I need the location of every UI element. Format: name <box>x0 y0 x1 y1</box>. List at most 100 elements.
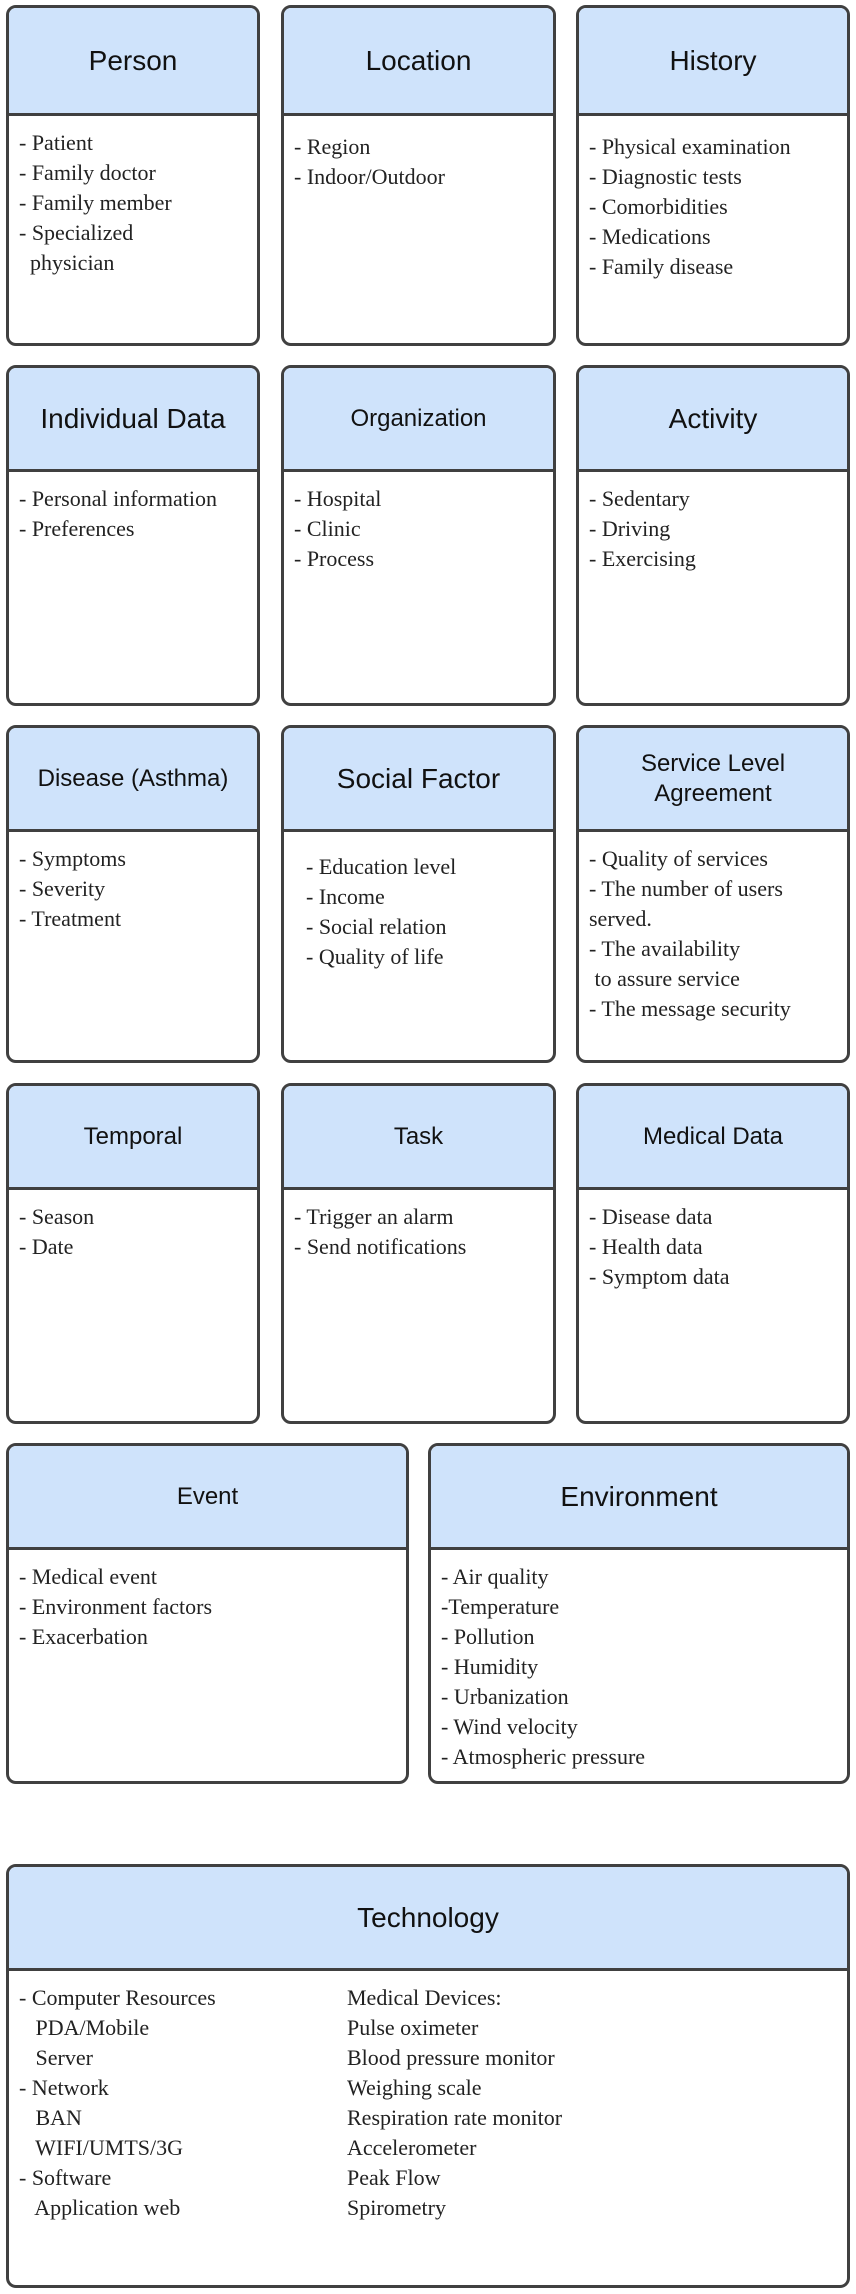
person-title: Person <box>9 8 257 116</box>
social-factor-list: - Education level - Income - Social rela… <box>284 832 553 1060</box>
temporal-item-2: - Date <box>19 1234 74 1259</box>
task-card: Task - Trigger an alarm - Send notificat… <box>281 1083 556 1424</box>
event-card: Event - Medical event - Environment fact… <box>6 1443 409 1784</box>
disease-card: Disease (Asthma) - Symptoms - Severity -… <box>6 725 260 1063</box>
organization-item-1: - Hospital <box>294 486 382 511</box>
environment-item-1: - Air quality <box>441 1564 549 1589</box>
temporal-item-1: - Season <box>19 1204 95 1229</box>
activity-card: Activity - Sedentary - Driving - Exercis… <box>576 365 850 706</box>
medical-data-list: - Disease data - Health data - Symptom d… <box>579 1190 847 1421</box>
service-level-agreement-list: - Quality of services - The number of us… <box>579 832 847 1060</box>
location-item-2: - Indoor/Outdoor <box>294 164 445 189</box>
social-factor-item-2: - Income <box>306 884 385 909</box>
organization-card: Organization - Hospital - Clinic - Proce… <box>281 365 556 706</box>
organization-list: - Hospital - Clinic - Process <box>284 472 553 703</box>
sla-item-3: served. <box>589 906 652 931</box>
medical-data-item-1: - Disease data <box>589 1204 713 1229</box>
technology-left-item-8: Application web <box>19 2195 181 2220</box>
history-card: History - Physical examination - Diagnos… <box>576 5 850 346</box>
medical-data-card: Medical Data - Disease data - Health dat… <box>576 1083 850 1424</box>
task-title: Task <box>284 1086 553 1190</box>
service-level-agreement-title: Service Level Agreement <box>579 728 847 832</box>
technology-right-item-7: Peak Flow <box>347 2165 441 2190</box>
person-item-5: physician <box>19 250 115 275</box>
temporal-card: Temporal - Season - Date <box>6 1083 260 1424</box>
social-factor-card: Social Factor - Education level - Income… <box>281 725 556 1063</box>
event-title: Event <box>9 1446 406 1550</box>
technology-right-item-8: Spirometry <box>347 2195 446 2220</box>
activity-title: Activity <box>579 368 847 472</box>
history-item-2: - Diagnostic tests <box>589 164 742 189</box>
organization-title: Organization <box>284 368 553 472</box>
activity-item-2: - Driving <box>589 516 671 541</box>
service-level-agreement-card: Service Level Agreement - Quality of ser… <box>576 725 850 1063</box>
technology-left-item-1: - Computer Resources <box>19 1985 216 2010</box>
sla-item-1: - Quality of services <box>589 846 768 871</box>
technology-left-item-3: Server <box>19 2045 93 2070</box>
event-item-2: - Environment factors <box>19 1594 213 1619</box>
person-item-3: - Family member <box>19 190 172 215</box>
sla-item-5: to assure service <box>589 966 740 991</box>
technology-right-item-1: Medical Devices: <box>347 1985 502 2010</box>
environment-item-7: - Atmospheric pressure <box>441 1744 646 1769</box>
technology-title: Technology <box>9 1867 847 1971</box>
activity-item-3: - Exercising <box>589 546 696 571</box>
temporal-list: - Season - Date <box>9 1190 257 1421</box>
environment-item-3: - Pollution <box>441 1624 535 1649</box>
environment-item-5: - Urbanization <box>441 1684 569 1709</box>
technology-right-list: Medical Devices: Pulse oximeter Blood pr… <box>347 1983 562 2223</box>
location-title: Location <box>284 8 553 116</box>
individual-data-list: - Personal information - Preferences <box>9 472 257 703</box>
history-item-1: - Physical examination <box>589 134 791 159</box>
organization-item-2: - Clinic <box>294 516 361 541</box>
technology-right-item-2: Pulse oximeter <box>347 2015 479 2040</box>
history-item-5: - Family disease <box>589 254 734 279</box>
technology-left-list: - Computer Resources PDA/Mobile Server -… <box>19 1983 216 2223</box>
technology-left-item-5: BAN <box>19 2105 82 2130</box>
task-list: - Trigger an alarm - Send notifications <box>284 1190 553 1421</box>
event-item-3: - Exacerbation <box>19 1624 148 1649</box>
environment-item-4: - Humidity <box>441 1654 539 1679</box>
activity-list: - Sedentary - Driving - Exercising <box>579 472 847 703</box>
person-list: - Patient - Family doctor - Family membe… <box>9 116 257 343</box>
event-list: - Medical event - Environment factors - … <box>9 1550 406 1781</box>
task-item-2: - Send notifications <box>294 1234 467 1259</box>
environment-title: Environment <box>431 1446 847 1550</box>
individual-data-item-2: - Preferences <box>19 516 135 541</box>
social-factor-item-3: - Social relation <box>306 914 447 939</box>
technology-left-item-6: WIFI/UMTS/3G <box>19 2135 183 2160</box>
event-item-1: - Medical event <box>19 1564 158 1589</box>
person-card: Person - Patient - Family doctor - Famil… <box>6 5 260 346</box>
person-item-4: - Specialized <box>19 220 134 245</box>
disease-title: Disease (Asthma) <box>9 728 257 832</box>
location-item-1: - Region <box>294 134 371 159</box>
technology-right-item-3: Blood pressure monitor <box>347 2045 555 2070</box>
individual-data-item-1: - Personal information <box>19 486 217 511</box>
technology-left-item-7: - Software <box>19 2165 112 2190</box>
social-factor-item-1: - Education level <box>306 854 457 879</box>
person-item-1: - Patient <box>19 130 93 155</box>
technology-left-item-2: PDA/Mobile <box>19 2015 150 2040</box>
disease-item-2: - Severity <box>19 876 106 901</box>
location-list: - Region - Indoor/Outdoor <box>284 116 553 343</box>
environment-item-6: - Wind velocity <box>441 1714 578 1739</box>
social-factor-item-4: - Quality of life <box>306 944 444 969</box>
history-list: - Physical examination - Diagnostic test… <box>579 116 847 343</box>
location-card: Location - Region - Indoor/Outdoor <box>281 5 556 346</box>
environment-list: - Air quality -Temperature - Pollution -… <box>431 1550 847 1781</box>
person-item-2: - Family doctor <box>19 160 156 185</box>
sla-item-4: - The availability <box>589 936 741 961</box>
sla-item-2: - The number of users <box>589 876 783 901</box>
activity-item-1: - Sedentary <box>589 486 690 511</box>
history-item-4: - Medications <box>589 224 711 249</box>
disease-item-1: - Symptoms <box>19 846 126 871</box>
organization-item-3: - Process <box>294 546 375 571</box>
disease-item-3: - Treatment <box>19 906 122 931</box>
technology-card: Technology - Computer Resources PDA/Mobi… <box>6 1864 850 2288</box>
individual-data-card: Individual Data - Personal information -… <box>6 365 260 706</box>
technology-left-item-4: - Network <box>19 2075 109 2100</box>
medical-data-item-3: - Symptom data <box>589 1264 730 1289</box>
environment-item-2: -Temperature <box>441 1594 560 1619</box>
temporal-title: Temporal <box>9 1086 257 1190</box>
technology-right-item-6: Accelerometer <box>347 2135 477 2160</box>
